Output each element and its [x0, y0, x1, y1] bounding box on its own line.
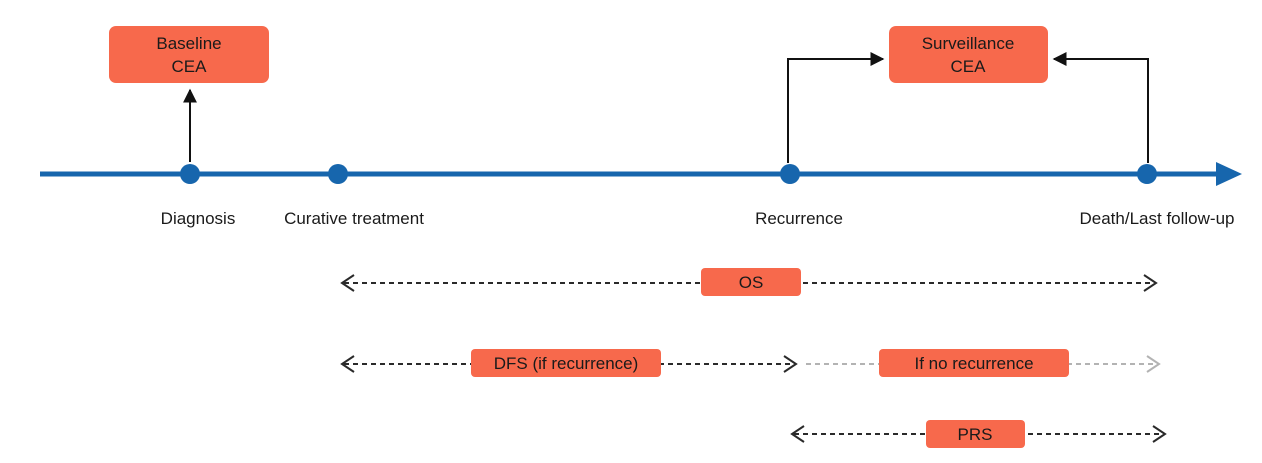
recurrence-node: [780, 164, 800, 184]
dfs-right-arrowhead: [783, 355, 798, 373]
surveillance-cea-box: Surveillance CEA: [889, 26, 1048, 83]
dfs-left-arrowhead: [340, 355, 355, 373]
death-to-surveillance-arrow: [1052, 52, 1149, 163]
surveillance-cea-rect: [889, 26, 1048, 83]
timeline-arrowhead: [1216, 162, 1242, 186]
prs-left-arrowhead: [790, 425, 805, 443]
recurrence-label: Recurrence: [755, 209, 843, 228]
dfs-label: DFS (if recurrence): [494, 354, 639, 373]
dfs-interval: DFS (if recurrence): [340, 349, 798, 377]
recurrence-to-surveillance-arrow: [787, 52, 885, 163]
no-recurrence-interval: If no recurrence: [806, 349, 1161, 377]
os-interval: OS: [340, 268, 1158, 296]
timeline-axis: [40, 162, 1242, 186]
prs-interval: PRS: [790, 420, 1167, 448]
os-right-arrowhead: [1143, 274, 1158, 292]
baseline-cea-rect: [109, 26, 269, 83]
death-last-followup-label: Death/Last follow-up: [1080, 209, 1235, 228]
curative-treatment-node: [328, 164, 348, 184]
baseline-cea-line1: Baseline: [156, 34, 221, 53]
baseline-cea-line2: CEA: [172, 57, 208, 76]
os-label: OS: [739, 273, 764, 292]
prs-pill: [926, 420, 1025, 448]
dfs-pill: [471, 349, 661, 377]
diagnosis-label: Diagnosis: [161, 209, 236, 228]
os-pill: [701, 268, 801, 296]
prs-right-arrowhead: [1152, 425, 1167, 443]
no-recurrence-pill: [879, 349, 1069, 377]
no-recurrence-right-arrowhead: [1146, 355, 1161, 373]
os-left-arrowhead: [340, 274, 355, 292]
diagnosis-node: [180, 164, 200, 184]
curative-treatment-label: Curative treatment: [284, 209, 424, 228]
surveillance-cea-line2: CEA: [951, 57, 987, 76]
surveillance-cea-line1: Surveillance: [922, 34, 1015, 53]
death-node: [1137, 164, 1157, 184]
baseline-cea-box: Baseline CEA: [109, 26, 269, 83]
no-recurrence-label: If no recurrence: [914, 354, 1033, 373]
prs-label: PRS: [958, 425, 993, 444]
